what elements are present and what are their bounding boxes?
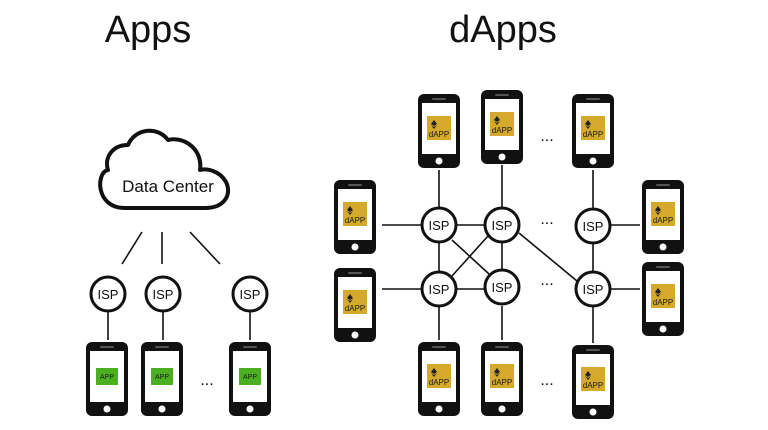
cloud-link <box>121 231 143 265</box>
isp-node: ISP <box>483 268 521 306</box>
dapp-label: dAPP <box>583 130 603 139</box>
smartphone-icon: dAPP <box>642 180 684 254</box>
isp-label: ISP <box>429 218 450 233</box>
smartphone-icon: dAPP <box>642 262 684 336</box>
isp-label: ISP <box>153 287 174 302</box>
isp-node: ISP <box>89 275 127 313</box>
app-label: APP <box>243 374 257 381</box>
dapp-label: dAPP <box>345 216 365 225</box>
data-center-label: Data Center <box>122 177 214 196</box>
ethereum-logo-icon <box>347 294 353 303</box>
isp-node: ISP <box>144 275 182 313</box>
ethereum-logo-icon <box>347 206 353 215</box>
isp-label: ISP <box>492 218 513 233</box>
ethereum-logo-icon <box>655 288 661 297</box>
ethereum-logo-icon <box>585 120 591 129</box>
dapp-label: dAPP <box>492 126 512 135</box>
ellipsis: ... <box>540 211 553 228</box>
smartphone-icon: dAPP <box>572 345 614 419</box>
isp-node: ISP <box>231 275 269 313</box>
dapp-screen <box>427 116 451 140</box>
ellipsis: ... <box>540 372 553 389</box>
apps-title: Apps <box>105 9 192 51</box>
mesh-edges <box>382 165 640 343</box>
dapp-screen <box>490 112 514 136</box>
dapp-phones: dAPP dAPP dAPP dAPP dAPP <box>334 90 684 419</box>
dapps-title: dApps <box>449 9 557 51</box>
cloud-icon <box>98 128 231 210</box>
smartphone-icon: dAPP <box>334 268 376 342</box>
smartphone-icon: APP <box>141 342 183 416</box>
dapp-screen <box>343 202 367 226</box>
isp-node: ISP <box>574 207 612 245</box>
cloud-link <box>189 231 221 265</box>
isp-label: ISP <box>583 219 604 234</box>
isp-node: ISP <box>420 206 458 244</box>
isp-label: ISP <box>240 287 261 302</box>
dapp-screen <box>581 367 605 391</box>
dapp-screen <box>651 202 675 226</box>
dapp-label: dAPP <box>653 298 673 307</box>
ellipsis: ... <box>200 372 213 389</box>
isp-node: ISP <box>483 206 521 244</box>
app-screen <box>239 368 261 385</box>
ethereum-logo-icon <box>431 120 437 129</box>
dapp-label: dAPP <box>653 216 673 225</box>
smartphone-icon: dAPP <box>481 342 523 416</box>
isp-node: ISP <box>574 270 612 308</box>
isp-label: ISP <box>98 287 119 302</box>
isp-label: ISP <box>583 282 604 297</box>
smartphone-icon: dAPP <box>334 180 376 254</box>
ellipsis: ... <box>540 272 553 289</box>
dapp-label: dAPP <box>345 304 365 313</box>
dapp-screen <box>651 284 675 308</box>
smartphone-icon: dAPP <box>418 94 460 168</box>
smartphone-icon: APP <box>86 342 128 416</box>
isp-label: ISP <box>429 282 450 297</box>
ethereum-logo-icon <box>431 368 437 377</box>
ethereum-logo-icon <box>494 368 500 377</box>
dapp-label: dAPP <box>583 381 603 390</box>
smartphone-icon: dAPP <box>572 94 614 168</box>
dapp-label: dAPP <box>429 378 449 387</box>
isp-label: ISP <box>492 280 513 295</box>
ellipsis: ... <box>540 128 553 145</box>
dapp-screen <box>343 290 367 314</box>
ethereum-logo-icon <box>494 116 500 125</box>
dapp-screen <box>490 364 514 388</box>
app-screen <box>96 368 118 385</box>
dapp-label: dAPP <box>429 130 449 139</box>
smartphone-icon: dAPP <box>481 90 523 164</box>
smartphone-icon: APP <box>229 342 271 416</box>
isp-node: ISP <box>420 270 458 308</box>
dapp-screen <box>427 364 451 388</box>
app-label: APP <box>155 374 169 381</box>
ethereum-logo-icon <box>585 371 591 380</box>
ethereum-logo-icon <box>655 206 661 215</box>
dapp-screen <box>581 116 605 140</box>
app-screen <box>151 368 173 385</box>
smartphone-icon: dAPP <box>418 342 460 416</box>
dapp-label: dAPP <box>492 378 512 387</box>
app-label: APP <box>100 374 114 381</box>
